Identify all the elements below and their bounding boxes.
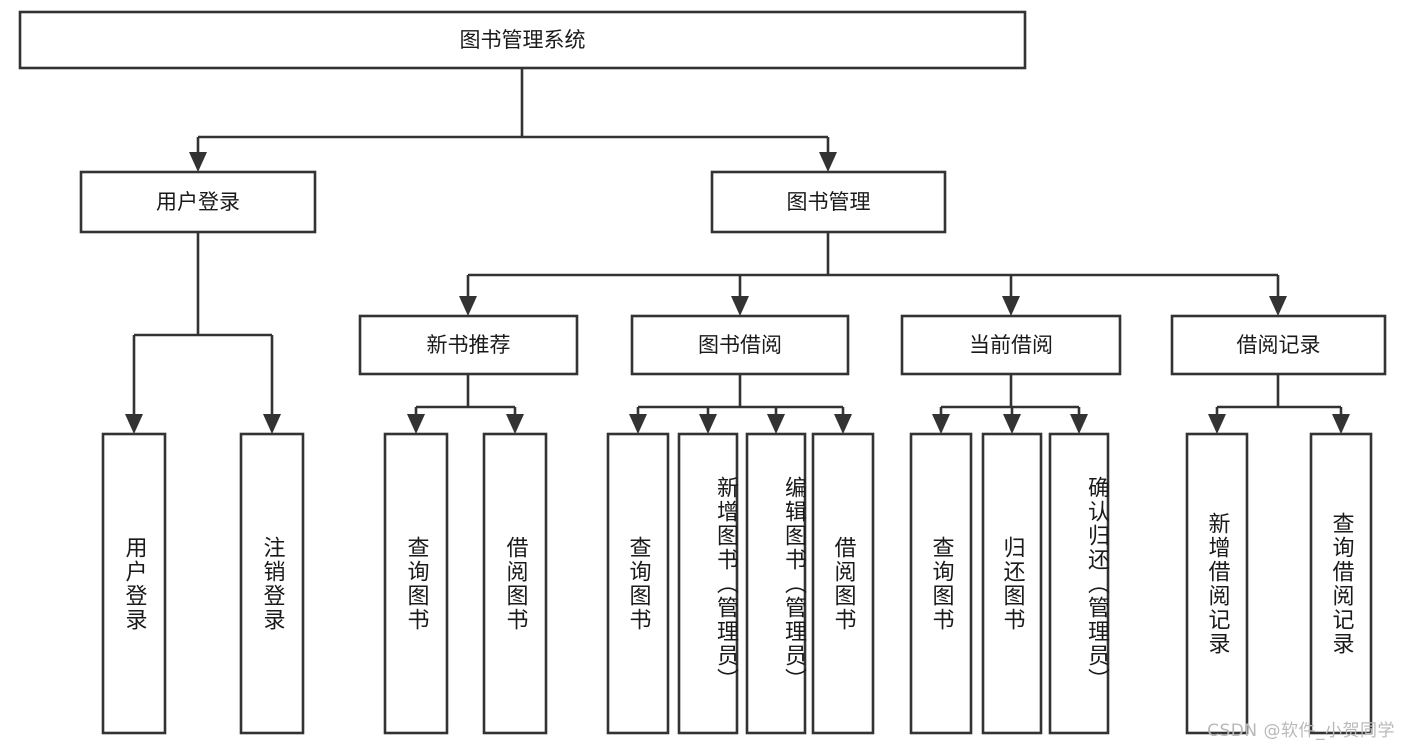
arrow-head-l3-2-1: [1003, 414, 1021, 434]
level3-node-1[interactable]: [630, 314, 850, 376]
level2-node-label-0: 用户登录: [156, 190, 240, 214]
leaf-node-1[interactable]: [239, 432, 305, 735]
leaf-node-4[interactable]: [606, 432, 670, 735]
level3-node-2[interactable]: [900, 314, 1122, 376]
arrow-head-book-child-2: [1002, 296, 1020, 316]
level3-node-label-3: 借阅记录: [1237, 333, 1321, 357]
connector-layer: [125, 68, 1350, 434]
level2-node-0[interactable]: [79, 170, 317, 234]
root-node-label: 图书管理系统: [460, 28, 586, 52]
arrow-head-book-child-3: [1269, 296, 1287, 316]
arrow-head-root-child-1: [819, 152, 837, 172]
level3-node-label-2: 当前借阅: [969, 333, 1053, 357]
arrow-head-l3-2-0: [932, 414, 950, 434]
leaf-node-2[interactable]: [383, 432, 449, 735]
leaf-node-8[interactable]: [909, 432, 973, 735]
leaf-node-10[interactable]: [1048, 432, 1110, 735]
leaf-node-12[interactable]: [1309, 432, 1373, 735]
arrow-head-l3-3-0: [1208, 414, 1226, 434]
level3-node-label-1: 图书借阅: [698, 333, 782, 357]
arrow-head-l3-1-3: [834, 414, 852, 434]
leaf-node-0[interactable]: [101, 432, 167, 735]
level3-node-label-0: 新书推荐: [427, 333, 511, 357]
box-layer: [18, 10, 1387, 735]
arrow-head-book-child-0: [459, 296, 477, 316]
arrow-head-l3-0-1: [506, 414, 524, 434]
leaf-node-6[interactable]: [745, 432, 807, 735]
root-node[interactable]: [18, 10, 1027, 70]
arrow-head-l3-1-1: [699, 414, 717, 434]
leaf-node-3[interactable]: [482, 432, 548, 735]
leaf-node-5[interactable]: [677, 432, 739, 735]
level2-node-label-1: 图书管理: [787, 190, 871, 214]
level2-node-1[interactable]: [710, 170, 947, 234]
level3-node-0[interactable]: [358, 314, 579, 376]
leaf-node-9[interactable]: [981, 432, 1043, 735]
arrow-head-user-leaf-0: [125, 414, 143, 434]
leaf-node-7[interactable]: [811, 432, 875, 735]
leaf-node-11[interactable]: [1185, 432, 1249, 735]
arrow-head-l3-3-1: [1332, 414, 1350, 434]
arrow-head-l3-1-2: [767, 414, 785, 434]
arrow-head-l3-0-0: [407, 414, 425, 434]
arrow-head-root-child-0: [189, 152, 207, 172]
level3-node-3[interactable]: [1170, 314, 1387, 376]
arrow-head-user-leaf-1: [263, 414, 281, 434]
arrow-head-l3-1-0: [629, 414, 647, 434]
arrow-head-book-child-1: [731, 296, 749, 316]
watermark-text: CSDN @软件_小贺同学: [1207, 721, 1395, 741]
arrow-head-l3-2-2: [1070, 414, 1088, 434]
